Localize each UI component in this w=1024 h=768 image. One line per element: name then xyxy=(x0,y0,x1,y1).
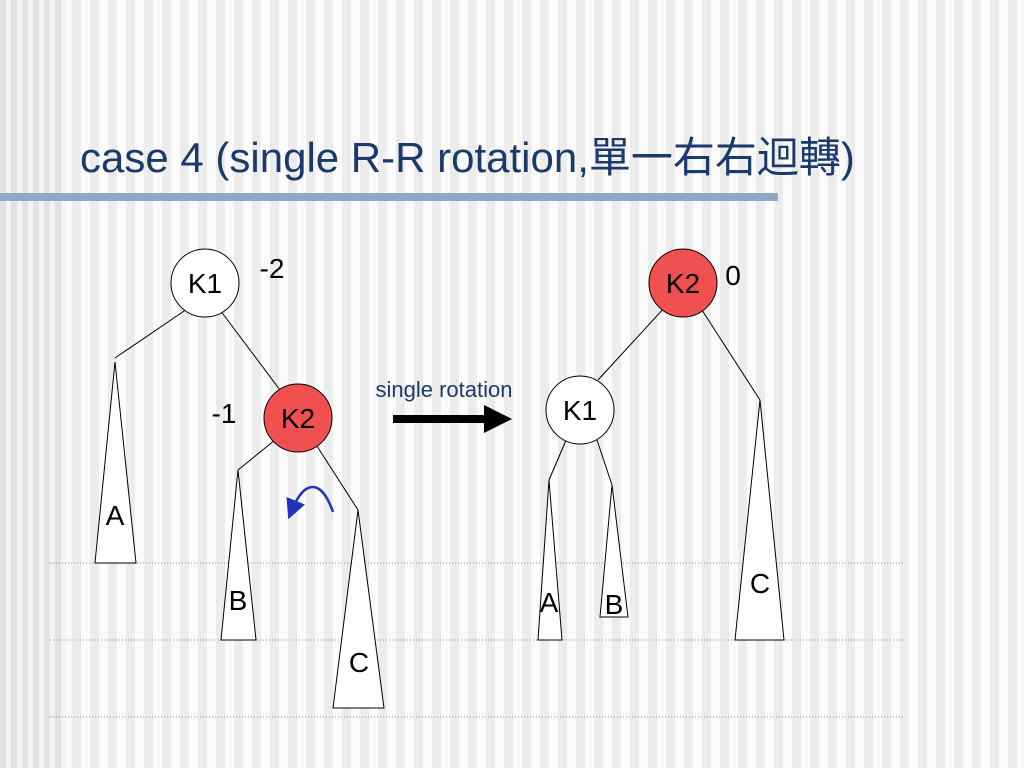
rotation-arrow-group: single rotation xyxy=(376,377,513,433)
subtree-b-triangle xyxy=(599,484,629,618)
subtree-c-label: C xyxy=(349,647,369,678)
node-k2-label: K2 xyxy=(666,268,700,299)
node-k1 xyxy=(545,375,615,445)
after-tree: A B C K2 0 K1 xyxy=(537,248,785,641)
balance-factor-k1: -2 xyxy=(260,253,285,284)
arrow-label: single rotation xyxy=(376,377,513,402)
node-k2 xyxy=(648,248,718,318)
subtree-c-triangle xyxy=(332,509,385,709)
subtree-b-label: B xyxy=(229,585,248,616)
node-k1-label: K1 xyxy=(188,268,222,299)
balance-factor-k2: 0 xyxy=(725,260,741,291)
edge-k1-k2 xyxy=(219,309,281,391)
slide-title: case 4 (single R-R rotation,單一右右迴轉) xyxy=(80,134,855,181)
before-tree: A B C K1 -2 K2 -1 xyxy=(94,248,385,709)
subtree-b-label: B xyxy=(605,589,624,620)
rotation-direction-icon xyxy=(286,485,335,520)
edge-k1-a xyxy=(548,437,568,481)
node-k2 xyxy=(263,383,333,453)
edge-k2-k1 xyxy=(597,306,666,381)
subtree-a-triangle xyxy=(537,479,563,641)
arrow-shaft xyxy=(393,415,486,423)
edge-k1-a xyxy=(114,306,191,359)
background-stripe-band xyxy=(0,0,66,768)
balance-factor-k2: -1 xyxy=(212,398,237,429)
node-k1-label: K1 xyxy=(563,395,597,426)
after-edges xyxy=(548,306,761,486)
subtree-a-label: A xyxy=(106,500,125,531)
node-k2-label: K2 xyxy=(281,403,315,434)
node-k1 xyxy=(170,248,240,318)
before-edges xyxy=(114,306,359,511)
subtree-b-triangle xyxy=(220,469,257,641)
subtree-c-triangle xyxy=(734,399,785,641)
edge-k2-c xyxy=(699,306,761,401)
edge-k2-c xyxy=(314,442,359,511)
edge-k1-b xyxy=(596,439,613,486)
arrow-head-icon xyxy=(484,405,512,433)
subtree-a-triangle xyxy=(94,361,137,564)
title-underline xyxy=(0,193,778,201)
subtree-a-label: A xyxy=(540,587,559,618)
subtree-c-label: C xyxy=(750,568,770,599)
edge-k2-b xyxy=(237,439,276,471)
